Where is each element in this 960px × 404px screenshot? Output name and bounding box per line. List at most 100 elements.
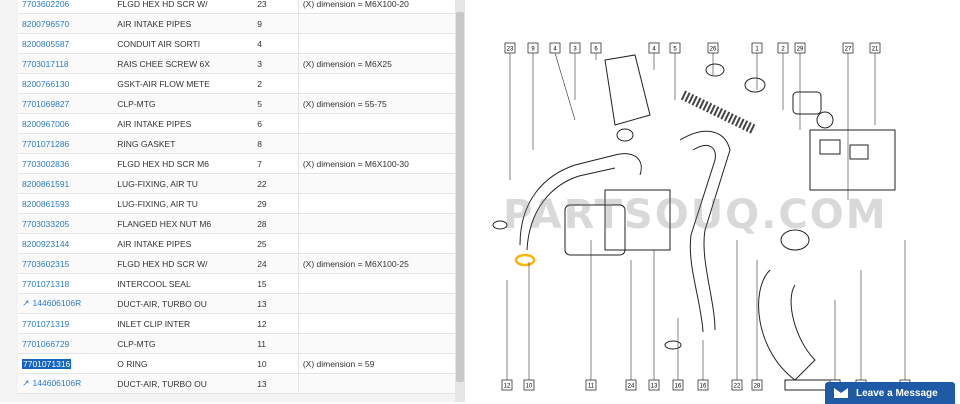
callout-bottom[interactable]: 11 [585, 379, 597, 391]
part-number-link[interactable]: 8200766130 [18, 73, 114, 94]
callout-bottom[interactable]: 22 [731, 379, 743, 391]
callout-bottom[interactable]: 16 [672, 379, 684, 391]
part-description: AIR INTAKE PIPES [113, 113, 254, 134]
callout-top[interactable]: 6 [590, 42, 602, 54]
callout-bottom[interactable]: 12 [501, 379, 513, 391]
callout-top[interactable]: 29 [794, 42, 806, 54]
part-number-link[interactable]: 8200967006 [18, 113, 114, 134]
part-number[interactable]: 7701071319 [22, 318, 70, 329]
part-number-link[interactable]: 8200796570 [18, 13, 114, 34]
leave-message-button[interactable]: Leave a Message [825, 382, 955, 404]
callout-top[interactable]: 1 [751, 42, 763, 54]
callout-label: 23 [507, 47, 514, 53]
callout-top[interactable]: 26 [707, 42, 719, 54]
part-number-link[interactable]: 7701069827 [18, 93, 114, 114]
part-number-link[interactable]: ↗144606106R [18, 373, 114, 394]
part-number-link[interactable]: 7703033205 [18, 213, 114, 234]
callout-top[interactable]: 9 [527, 42, 539, 54]
callout-top[interactable]: 2 [777, 42, 789, 54]
part-number-link[interactable]: 7701071319 [18, 313, 114, 334]
part-number-link[interactable]: 8200861593 [18, 193, 114, 214]
callout-top[interactable]: 3 [569, 42, 581, 54]
part-number-link[interactable]: 7703602206 [18, 0, 114, 14]
part-callout: 8 [253, 133, 299, 154]
part-number-link[interactable]: 8200923144 [18, 233, 114, 254]
part-number[interactable]: 8200967006 [22, 118, 70, 129]
part-number-link[interactable]: 7701071286 [18, 133, 114, 154]
part-number[interactable]: 144606106R [32, 298, 82, 308]
part-number-link[interactable]: 7701071318 [18, 273, 114, 294]
part-number[interactable]: 144606106R [32, 378, 82, 388]
scrollbar-thumb[interactable] [456, 12, 464, 382]
part-number[interactable]: 7703033205 [22, 218, 70, 229]
part-number[interactable]: 7703002836 [22, 158, 70, 169]
engine-block [809, 129, 896, 191]
part-number[interactable]: 7703602315 [22, 258, 70, 269]
part-number[interactable]: 7701069827 [22, 98, 70, 109]
scrollbar[interactable] [455, 0, 465, 402]
part-description: CONDUIT AIR SORTI [113, 33, 254, 54]
part-note [298, 133, 455, 154]
part-number[interactable]: 8200805587 [22, 38, 70, 49]
callout-top[interactable]: 4 [549, 42, 561, 54]
callout-bottom[interactable]: 10 [523, 379, 535, 391]
part-number[interactable]: 7701071316 [22, 358, 72, 369]
part-number[interactable]: 8200766130 [22, 78, 70, 89]
part-number-link[interactable]: 8200861591 [18, 173, 114, 194]
callout-top[interactable]: 4 [648, 42, 660, 54]
callout-top[interactable]: 21 [869, 42, 881, 54]
callout-bottom[interactable]: 16 [697, 379, 709, 391]
part-number[interactable]: 8200861591 [22, 178, 70, 189]
part-number[interactable]: 7701071318 [22, 278, 70, 289]
callout-top[interactable]: 27 [842, 42, 854, 54]
part-number-link[interactable]: 7703602315 [18, 253, 114, 274]
part-number-link[interactable]: 8200805587 [18, 33, 114, 54]
callout-top[interactable]: 5 [669, 42, 681, 54]
callout-bottom[interactable]: 28 [751, 379, 763, 391]
part-number-link[interactable]: ↗144606106R [18, 293, 114, 314]
part-number-link[interactable]: 7701071316 [18, 353, 114, 374]
callout-bottom[interactable]: 13 [648, 379, 660, 391]
part-number[interactable]: 7703602206 [22, 0, 70, 9]
part-number-link[interactable]: 7701066729 [18, 333, 114, 354]
part-number-link[interactable]: 7703017118 [18, 53, 114, 74]
part-note [298, 113, 455, 134]
callout-top[interactable]: 23 [504, 42, 516, 54]
part-number[interactable]: 7703017118 [22, 58, 69, 69]
part-number[interactable]: 8200923144 [22, 238, 70, 249]
part-number[interactable]: 8200861593 [22, 198, 70, 209]
leave-message-label: Leave a Message [856, 387, 938, 399]
corrugated-hose [680, 90, 758, 135]
callout-bottom[interactable]: 24 [625, 379, 637, 391]
part-callout: 23 [253, 0, 299, 14]
part-number[interactable]: 7701071286 [22, 138, 70, 149]
part-number-link[interactable]: 7703002836 [18, 153, 114, 174]
part-description: GSKT-AIR FLOW METE [113, 73, 254, 94]
part-number[interactable]: 8200796570 [22, 18, 70, 29]
part-number[interactable]: 7701066729 [22, 338, 70, 349]
part-description: CLP-MTG [113, 333, 254, 354]
part-note: (X) dimension = 55-75 [298, 93, 455, 114]
